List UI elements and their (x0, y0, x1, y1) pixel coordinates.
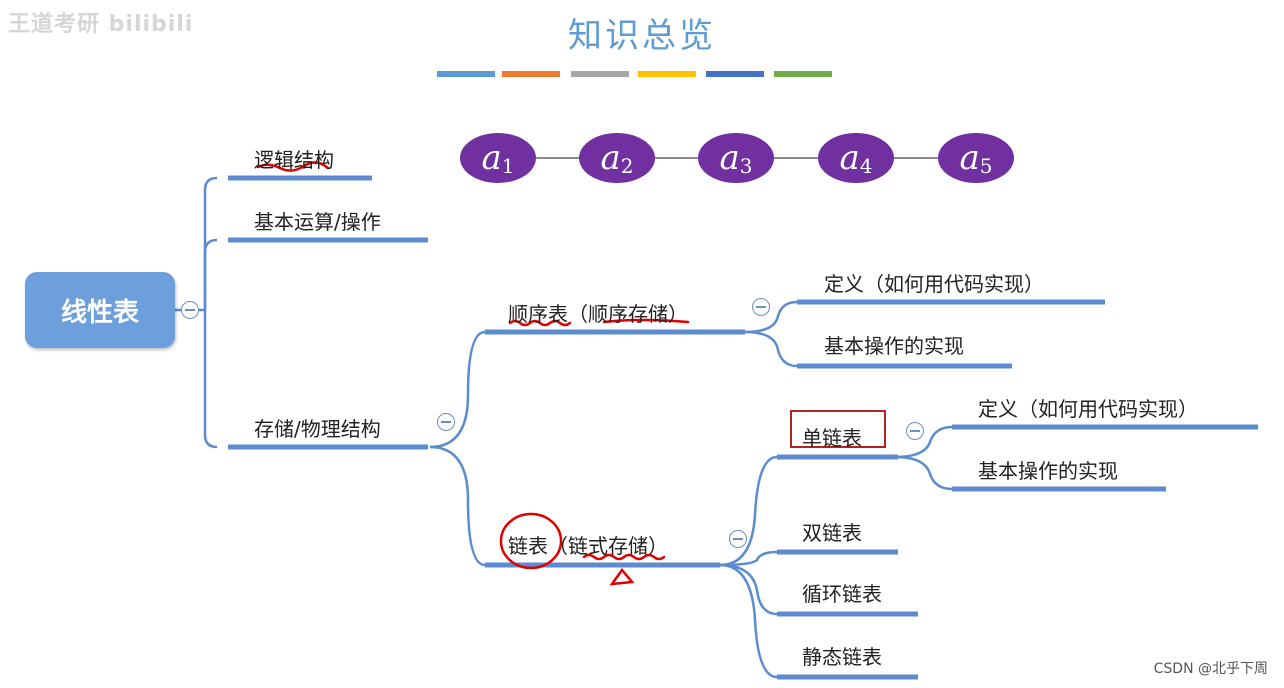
watermark: 王道考研 bilibili (8, 12, 194, 37)
annotation-underline-seq-storage (602, 318, 690, 324)
annotation-underline-logic (256, 161, 330, 172)
collapse-toggle-sequential[interactable] (752, 298, 770, 316)
branch-static-linked[interactable]: 静态链表 (802, 645, 882, 669)
connector-storage (203, 310, 218, 449)
root-label: 线性表 (60, 297, 139, 328)
collapse-toggle-storage[interactable] (437, 413, 455, 431)
branch-singly-definition[interactable]: 定义（如何用代码实现） (978, 397, 1198, 421)
connector-single-ops (894, 455, 953, 491)
connector-circular (719, 563, 778, 616)
branch-seq-operations[interactable]: 基本操作的实现 (824, 334, 964, 358)
connector-seq-ops (744, 330, 798, 368)
color-bar (706, 71, 764, 77)
color-bar (571, 71, 629, 77)
collapse-toggle-root[interactable] (181, 301, 199, 319)
annotation-triangle (609, 567, 635, 586)
connector-linked (429, 445, 486, 567)
annotation-circle-linked (499, 512, 563, 570)
branch-singly-linked[interactable]: 单链表 (802, 426, 862, 450)
color-bar (638, 71, 696, 77)
color-bar (437, 71, 495, 77)
connector-double (719, 550, 778, 567)
collapse-toggle-singly[interactable] (906, 422, 924, 440)
branch-circular-linked[interactable]: 循环链表 (802, 582, 882, 606)
connector-single (719, 455, 778, 567)
collapse-toggle-linked[interactable] (729, 530, 747, 548)
footer-credit: CSDN @北乎下周 (1153, 661, 1268, 677)
connector-seq-def (744, 300, 798, 334)
annotation-box-singly (790, 410, 886, 448)
connector-single-def (894, 425, 953, 459)
annotation-wave-seq (508, 319, 572, 327)
connector-static (719, 563, 778, 679)
branch-singly-operations[interactable]: 基本操作的实现 (978, 459, 1118, 483)
color-bar (774, 71, 832, 77)
branch-sequential-list[interactable]: 顺序表（顺序存储） (508, 302, 688, 326)
annotation-wave-linked (582, 553, 666, 561)
connector-seq (429, 330, 486, 449)
page-title: 知识总览 (568, 16, 716, 56)
connector-logic (203, 176, 218, 310)
branch-logic-structure[interactable]: 逻辑结构 (254, 148, 334, 172)
branch-doubly-linked[interactable]: 双链表 (802, 521, 862, 545)
root-node[interactable]: 线性表 (25, 272, 175, 348)
branch-seq-definition[interactable]: 定义（如何用代码实现） (824, 272, 1044, 296)
branch-linked-list[interactable]: 链表（链式存储） (508, 534, 668, 558)
connector-ops (203, 238, 218, 310)
branch-basic-operations[interactable]: 基本运算/操作 (254, 210, 381, 234)
color-bar (502, 71, 560, 77)
branch-storage-structure[interactable]: 存储/物理结构 (254, 417, 381, 441)
